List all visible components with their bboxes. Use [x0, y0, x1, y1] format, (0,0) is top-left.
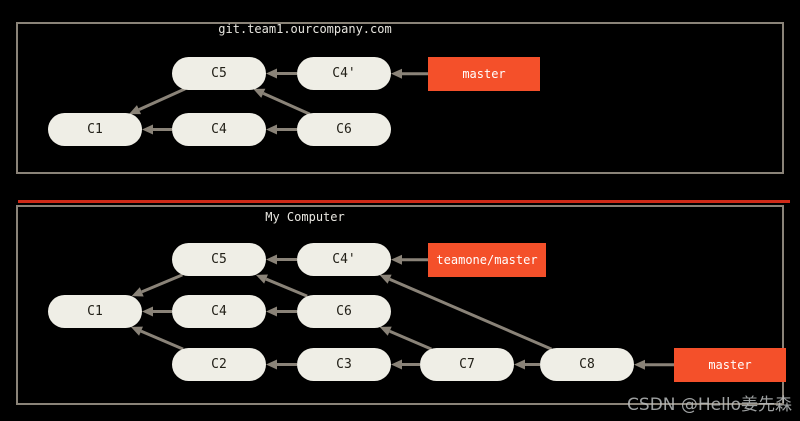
branch-tag-label: teamone/master: [436, 253, 538, 267]
commit-node-label: C3: [336, 357, 352, 372]
commit-node-c4p: C4': [297, 243, 391, 276]
commit-node-c5: C5: [172, 57, 266, 90]
watermark: CSDN @Hello姜先森: [627, 395, 792, 415]
commit-node-c1: C1: [48, 295, 142, 328]
commit-node-label: C4': [332, 66, 356, 81]
commit-node-label: C4: [211, 304, 227, 319]
commit-node-label: C6: [336, 304, 352, 319]
branch-tag-teamone-master: teamone/master: [428, 243, 546, 277]
branch-tag-master: master: [428, 57, 540, 91]
commit-node-c6: C6: [297, 295, 391, 328]
panel-my-computer: [16, 205, 784, 405]
branch-tag-label: master: [708, 358, 752, 372]
commit-node-c7: C7: [420, 348, 514, 381]
commit-node-label: C6: [336, 122, 352, 137]
commit-node-c8: C8: [540, 348, 634, 381]
commit-node-label: C5: [211, 252, 227, 267]
commit-node-label: C8: [579, 357, 595, 372]
red-divider: [18, 200, 790, 203]
commit-node-label: C1: [87, 122, 103, 137]
commit-node-c1: C1: [48, 113, 142, 146]
commit-node-label: C7: [459, 357, 475, 372]
panel-remote-server: [16, 22, 784, 174]
commit-node-c4: C4: [172, 295, 266, 328]
commit-node-c3: C3: [297, 348, 391, 381]
commit-node-label: C4: [211, 122, 227, 137]
branch-tag-master: master: [674, 348, 786, 382]
branch-tag-label: master: [462, 67, 506, 81]
commit-node-label: C2: [211, 357, 227, 372]
commit-node-label: C5: [211, 66, 227, 81]
commit-node-c5: C5: [172, 243, 266, 276]
commit-node-c4: C4: [172, 113, 266, 146]
commit-node-label: C4': [332, 252, 356, 267]
commit-node-c4p: C4': [297, 57, 391, 90]
commit-node-c6: C6: [297, 113, 391, 146]
panel-title-remote-server: git.team1.ourcompany.com: [218, 22, 392, 36]
commit-node-c2: C2: [172, 348, 266, 381]
commit-node-label: C1: [87, 304, 103, 319]
panel-title-my-computer: My Computer: [265, 210, 345, 224]
